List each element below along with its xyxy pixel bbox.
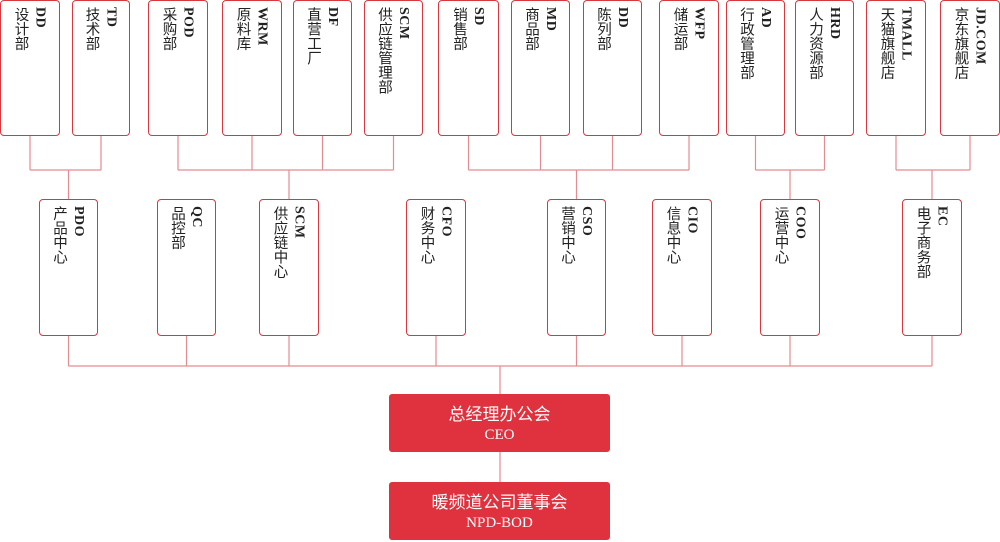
center-label-en: PDO: [71, 206, 86, 238]
center-label-en: CFO: [438, 206, 454, 238]
dept-label-en: WFP: [691, 7, 707, 40]
dept-label-cn: 供应链管理部: [376, 7, 392, 94]
dept-label-cn: 天猫旗舰店: [878, 7, 895, 80]
center-label-en: CSO: [579, 206, 594, 237]
dept-label-en: MD: [543, 7, 558, 32]
center-label-cn: 财务中心: [418, 206, 435, 264]
dept-label-cn: 技术部: [83, 7, 100, 51]
dept-label-cn: 陈列部: [595, 7, 611, 51]
board-label-cn: 暖频道公司董事会: [431, 493, 568, 513]
dept-box: 人力资源部 HRD: [795, 0, 854, 136]
dept-label-cn: 采购部: [160, 7, 177, 51]
center-label-cn: 电子商务部: [914, 206, 931, 279]
center-label-cn: 营销中心: [559, 206, 575, 264]
dept-label-cn: 人力资源部: [807, 7, 823, 80]
dept-label-en: JD.COM: [972, 7, 988, 65]
dept-label-en: DD: [32, 7, 48, 29]
ceo-label-en: CEO: [484, 427, 515, 443]
center-label-en: QC: [189, 206, 204, 228]
center-label-cn: 供应链中心: [271, 206, 288, 279]
board-label-en: NPD-BOD: [466, 515, 533, 531]
board-box: 暖频道公司董事会 NPD-BOD: [389, 482, 610, 540]
dept-label-en: HRD: [827, 7, 842, 40]
center-label-en: CIO: [684, 206, 700, 234]
center-label-en: SCM: [291, 206, 307, 239]
center-box: 产品中心 PDO: [39, 199, 98, 336]
dept-label-cn: 原料库: [234, 7, 251, 51]
dept-label-en: DD: [615, 7, 630, 29]
dept-label-cn: 储运部: [671, 7, 688, 51]
dept-label-cn: 直营工厂: [305, 7, 321, 65]
center-label-en: EC: [934, 206, 950, 227]
dept-label-cn: 设计部: [12, 7, 29, 51]
center-label-en: COO: [792, 206, 808, 240]
dept-label-en: SD: [471, 7, 486, 26]
dept-label-cn: 商品部: [523, 7, 539, 51]
dept-box: 供应链管理部 SCM: [364, 0, 423, 136]
center-label-cn: 品控部: [169, 206, 185, 250]
center-label-cn: 信息中心: [664, 206, 681, 264]
dept-label-en: TD: [103, 7, 119, 28]
dept-label-cn: 行政管理部: [738, 7, 754, 80]
dept-label-cn: 京东旗舰店: [952, 7, 969, 80]
center-label-cn: 运营中心: [772, 206, 789, 264]
dept-label-en: DF: [325, 7, 340, 27]
center-box: 营销中心 CSO: [547, 199, 606, 336]
ceo-label-cn: 总经理办公会: [448, 405, 551, 425]
dept-label-en: TMALL: [898, 7, 914, 61]
center-label-cn: 产品中心: [51, 206, 67, 264]
dept-label-en: AD: [758, 7, 773, 29]
ceo-box: 总经理办公会 CEO: [389, 394, 610, 452]
dept-label-en: SCM: [396, 7, 411, 40]
dept-label-en: WRM: [254, 7, 270, 46]
dept-label-cn: 销售部: [451, 7, 467, 51]
dept-label-en: POD: [180, 7, 196, 39]
